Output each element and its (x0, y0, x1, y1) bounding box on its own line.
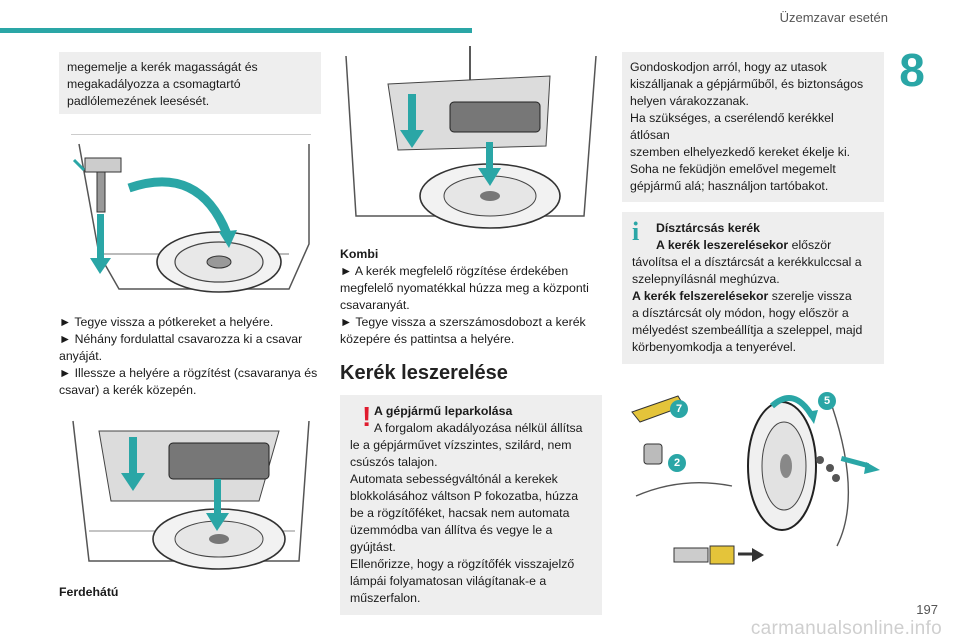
info-bold-phrase: A kerék leszerelésekor (656, 238, 789, 252)
text-line: Soha ne feküdjön emelővel megemelt (630, 162, 836, 176)
badge-number: 7 (675, 403, 683, 415)
warning-text: A forgalom akadályozása nélkül állítsa (374, 421, 583, 435)
section-title: Kerék leszerelése (340, 362, 508, 384)
warning-text: be a rögzítőféket, hacsak nem automata (350, 506, 570, 520)
warning-exclamation-icon: ! (362, 401, 372, 432)
column-middle: Kombi ► A kerék megfelelő rögzítése érde… (340, 46, 602, 615)
warning-box: ! A gépjármű leparkolása A forgalom akad… (340, 395, 602, 615)
badge-number: 2 (673, 457, 681, 469)
warning-text: gyújtást. (350, 540, 396, 554)
estate-illustration (345, 46, 597, 229)
figure-caption-hatchback: Ferdehátú (59, 585, 119, 599)
warning-text: lámpái folyamatosan világítanak-e a (350, 574, 547, 588)
illustration-wheel-removal: 7 5 2 (622, 376, 884, 590)
text-line: Ha szükséges, a cserélendő kerékkel átló… (630, 111, 834, 142)
callout-badge-2: 2 (668, 454, 686, 472)
text-line: helyen várakozzanak. (630, 94, 749, 108)
info-text: A kerék felszerelésekor szerelje vissza (632, 288, 874, 305)
step-item: ► Néhány fordulattal csavarozza ki a csa… (59, 332, 303, 363)
page-number: 197 (916, 602, 938, 617)
info-text: távolítsa el a dísztárcsát a kerékkulccs… (632, 255, 862, 269)
info-text: A kerék leszerelésekor először (632, 237, 874, 254)
illustration-hatchback-trunk (59, 411, 321, 579)
text-line: Gondoskodjon arról, hogy az utasok (630, 60, 827, 74)
chapter-number: 8 (899, 44, 925, 96)
info-box-wheel-trim: i Dísztárcsás kerék A kerék leszerelések… (622, 212, 884, 364)
step-item: ► Tegye vissza a szerszámosdobozt a keré… (340, 315, 586, 346)
warning-text: üzemmódba van állítva és vegye le a (350, 523, 553, 537)
header-title: Üzemzavar esetén (779, 10, 888, 25)
info-text: a dísztárcsát oly módon, hogy először a (632, 306, 849, 320)
info-text: mélyedést szembeállítja a szeleppel, maj… (632, 323, 863, 337)
safety-note-box: Gondoskodjon arról, hogy az utasok kiszá… (622, 52, 884, 202)
trunk-illustration (71, 134, 311, 293)
steps-list: ► Tegye vissza a pótkereket a helyére. ►… (59, 314, 321, 399)
text-line: gépjármű alá; használjon tartóbakot. (630, 179, 829, 193)
kombi-label: Kombi (340, 247, 379, 261)
step-item: ► Illessze a helyére a rögzítést (csavar… (59, 366, 318, 397)
text-line: kiszálljanak a gépjárműből, és biztonság… (630, 77, 864, 91)
header-accent-bar (0, 28, 472, 33)
callout-badge-7: 7 (670, 400, 688, 418)
hatchback-illustration (72, 420, 310, 570)
info-text-rest: szerelje vissza (768, 289, 852, 303)
watermark: carmanualsonline.info (750, 618, 942, 639)
step-item: ► A kerék megfelelő rögzítése érdekében … (340, 264, 589, 312)
callout-badge-5: 5 (818, 392, 836, 410)
badge-number: 5 (823, 395, 831, 407)
illustration-spare-wheel-mount (59, 124, 321, 302)
warning-text: Automata sebességváltónál a kerekek (350, 472, 558, 486)
text-line: megakadályozza a csomagtartó (67, 77, 241, 91)
warning-text: csúszós talajon. (350, 455, 438, 469)
info-text: körbenyomkodja a tenyerével. (632, 340, 797, 354)
warning-text: le a gépjárművet vízszintes, szilárd, ne… (350, 438, 572, 452)
kombi-section: Kombi ► A kerék megfelelő rögzítése érde… (340, 246, 602, 348)
step-item: ► Tegye vissza a pótkereket a helyére. (59, 315, 274, 329)
text-line: padlólemezének leesését. (67, 94, 210, 108)
info-text: szelepnyílásnál meghúzva. (632, 272, 780, 286)
info-icon: i (632, 217, 640, 246)
warning-text: Ellenőrizze, hogy a rögzítőfék visszajel… (350, 557, 575, 571)
info-text-rest: először (788, 238, 832, 252)
info-title: Dísztárcsás kerék (656, 221, 760, 235)
warning-text: blokkolásához váltson P fokozatba, húzza (350, 489, 579, 503)
warning-title: A gépjármű leparkolása (374, 404, 513, 418)
wheel-removal-illustration (631, 395, 880, 565)
warning-text: műszerfalon. (350, 591, 421, 605)
illustration-estate-trunk (340, 46, 602, 238)
column-right: Gondoskodjon arról, hogy az utasok kiszá… (622, 52, 884, 590)
text-line: szemben elhelyezkedő kereket ékelje ki. (630, 145, 851, 159)
column-left: megemelje a kerék magasságát és megakadá… (59, 52, 321, 599)
note-box-continued: megemelje a kerék magasságát és megakadá… (59, 52, 321, 114)
info-bold-phrase: A kerék felszerelésekor (632, 289, 769, 303)
text-line: megemelje a kerék magasságát és (67, 60, 258, 74)
